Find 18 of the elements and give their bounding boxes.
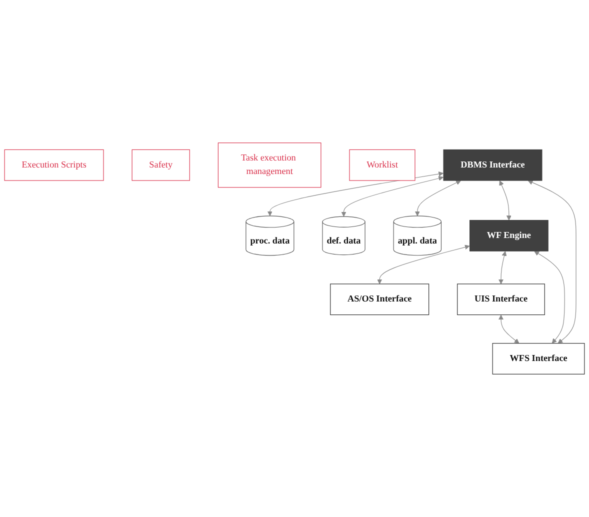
arrow (341, 176, 444, 217)
node-box: WF Engine (470, 220, 548, 252)
node-box: WFS Interface (492, 343, 585, 374)
arrow (498, 251, 507, 284)
arrow (528, 180, 576, 344)
node-box: AS/OS Interface (330, 284, 430, 316)
node-box: Task execution management (218, 142, 322, 188)
arrow (499, 180, 512, 220)
node-box: Worklist (349, 149, 416, 181)
node-box: Safety (132, 149, 190, 181)
arrow (267, 171, 444, 216)
node-box: DBMS Interface (443, 149, 542, 181)
node-box: UIS Interface (457, 284, 545, 316)
arrow (534, 250, 565, 344)
node-box: Execution Scripts (4, 149, 104, 181)
arrow (498, 314, 520, 344)
arrow (414, 180, 461, 216)
arrow (377, 244, 470, 284)
